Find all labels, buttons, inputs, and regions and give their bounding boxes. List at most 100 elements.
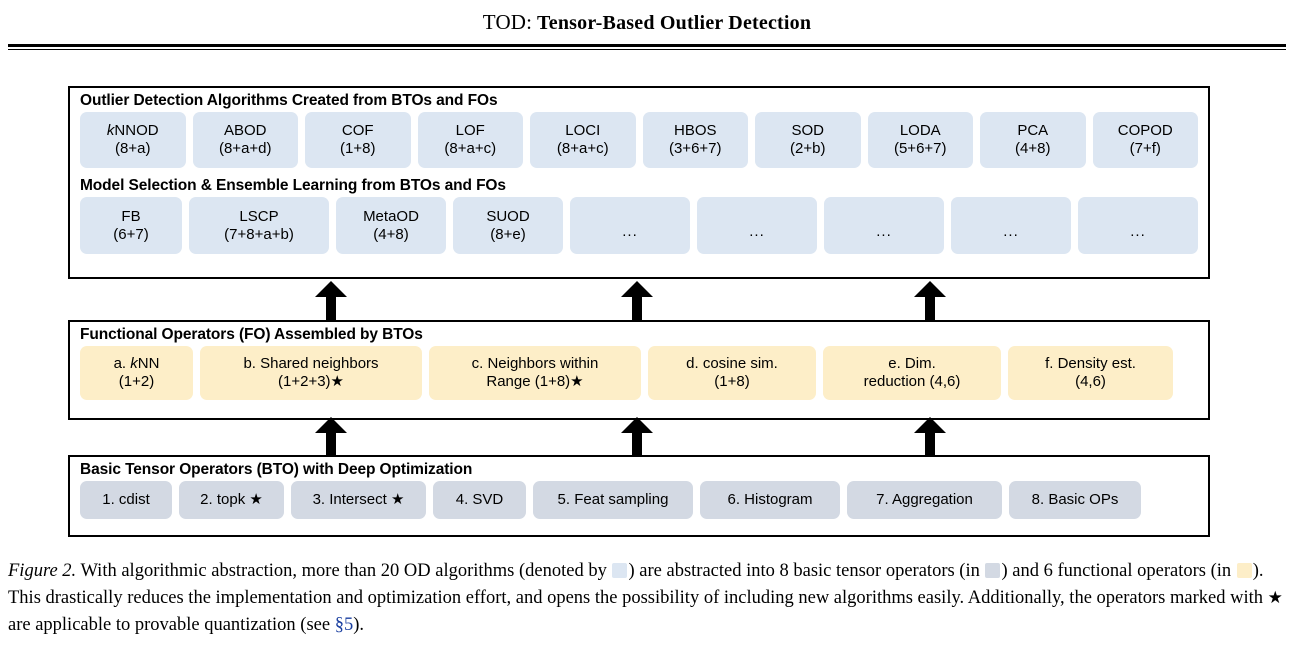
arrow-head bbox=[914, 281, 946, 297]
algorithm-chip[interactable]: COF(1+8) bbox=[305, 112, 411, 168]
ellipsis-label: ... bbox=[749, 222, 765, 240]
basic-tensor-operator-chip[interactable]: 2. topk ★ bbox=[179, 481, 284, 519]
ensemble-chip-composition: (7+8+a+b) bbox=[224, 225, 294, 243]
ensemble-placeholder-chip[interactable]: ... bbox=[697, 197, 817, 254]
ensemble-placeholder-chip[interactable]: ... bbox=[951, 197, 1071, 254]
functional-operator-chip[interactable]: a. kNN(1+2) bbox=[80, 346, 193, 400]
arrow-head bbox=[315, 281, 347, 297]
basic-tensor-operator-label: 5. Feat sampling bbox=[557, 491, 669, 509]
algorithm-chip-name-rest: NNOD bbox=[114, 122, 159, 140]
algorithm-chip-composition: (1+8) bbox=[340, 140, 376, 157]
color-swatch-algorithm-icon bbox=[612, 563, 628, 578]
algorithm-chip[interactable]: COPOD(7+f) bbox=[1092, 112, 1198, 168]
ensemble-chip[interactable]: FB(6+7) bbox=[80, 197, 182, 254]
arrow-shaft bbox=[925, 293, 935, 323]
basic-tensor-operators-panel: Basic Tensor Operators (BTO) with Deep O… bbox=[68, 455, 1210, 537]
basic-tensor-operators-chip-row: 1. cdist 2. topk ★ 3. Intersect ★4. SVD 5. … bbox=[80, 481, 1198, 519]
functional-operator-composition: (1+2) bbox=[118, 373, 155, 390]
basic-tensor-operator-chip[interactable]: 4. SVD bbox=[433, 481, 526, 519]
algorithm-chip-name: PCA bbox=[1017, 122, 1049, 140]
algorithm-chip-composition: (8+a+c) bbox=[556, 140, 609, 157]
arrow-up-fo-to-algorithms-2 bbox=[621, 281, 653, 323]
algorithm-chip-name: LOCI bbox=[565, 122, 601, 140]
basic-tensor-operator-chip[interactable]: 7. Aggregation bbox=[847, 481, 1002, 519]
ellipsis-label: ... bbox=[876, 222, 892, 240]
ensemble-placeholder-chip[interactable]: ... bbox=[824, 197, 944, 254]
functional-operator-name: b. Shared neighbors bbox=[243, 355, 379, 373]
algorithm-chip-composition: (7+f) bbox=[1129, 140, 1161, 157]
algorithm-chip-name: kNNOD bbox=[107, 122, 159, 140]
figure-label: Figure 2. bbox=[8, 561, 77, 581]
algorithms-chip-row: kNNOD(8+a)ABOD(8+a+d)COF(1+8)LOF(8+a+c)L… bbox=[80, 112, 1198, 168]
color-swatch-fo-icon bbox=[1236, 563, 1252, 578]
algorithm-chip-name: HBOS bbox=[673, 122, 717, 140]
functional-operator-chip[interactable]: f. Density est.(4,6) bbox=[1008, 346, 1173, 400]
arrow-up-fo-to-algorithms-1 bbox=[315, 281, 347, 323]
basic-tensor-operator-chip[interactable]: 6. Histogram bbox=[700, 481, 840, 519]
caption-text-3: ) and 6 functional operators (in bbox=[1001, 561, 1236, 581]
ensemble-chip[interactable]: LSCP(7+8+a+b) bbox=[189, 197, 329, 254]
title-divider bbox=[8, 44, 1286, 50]
basic-tensor-operator-label: 2. topk ★ bbox=[200, 491, 263, 509]
arrow-up-bto-to-fo-1 bbox=[315, 417, 347, 459]
functional-operator-chip[interactable]: b. Shared neighbors(1+2+3)★ bbox=[200, 346, 422, 400]
algorithm-chip-name: LODA bbox=[899, 122, 941, 140]
ensemble-placeholder-chip[interactable]: ... bbox=[1078, 197, 1198, 254]
functional-operator-chip[interactable]: e. Dim.reduction (4,6) bbox=[823, 346, 1001, 400]
basic-tensor-operator-chip[interactable]: 1. cdist bbox=[80, 481, 172, 519]
functional-operator-composition: (4,6) bbox=[1075, 373, 1106, 390]
ellipsis-label: ... bbox=[622, 222, 638, 240]
algorithm-chip[interactable]: PCA(4+8) bbox=[980, 112, 1086, 168]
functional-operator-name: a. kNN bbox=[114, 355, 160, 373]
ellipsis-label: ... bbox=[1003, 222, 1019, 240]
functional-operator-chip[interactable]: d. cosine sim.(1+8) bbox=[648, 346, 816, 400]
algorithm-chip[interactable]: LOCI(8+a+c) bbox=[530, 112, 636, 168]
basic-tensor-operator-chip[interactable]: 3. Intersect ★ bbox=[291, 481, 426, 519]
ensemble-chip[interactable]: MetaOD(4+8) bbox=[336, 197, 446, 254]
algorithm-chip[interactable]: kNNOD(8+a) bbox=[80, 112, 186, 168]
algorithm-chip[interactable]: LODA(5+6+7) bbox=[867, 112, 973, 168]
ensemble-chip-name: FB bbox=[121, 207, 141, 225]
algorithm-chip-name: LOF bbox=[455, 122, 485, 140]
arrow-shaft bbox=[326, 293, 336, 323]
arrow-up-bto-to-fo-3 bbox=[914, 417, 946, 459]
figure-caption: Figure 2. With algorithmic abstraction, … bbox=[8, 558, 1286, 638]
algorithm-chip-composition: (4+8) bbox=[1015, 140, 1051, 157]
functional-operator-name: c. Neighbors within bbox=[471, 355, 599, 373]
basic-tensor-operator-label: 7. Aggregation bbox=[876, 491, 973, 509]
functional-operators-panel-header: Functional Operators (FO) Assembled by B… bbox=[80, 326, 423, 343]
page-title-prefix: TOD: bbox=[482, 10, 533, 34]
algorithm-chip-composition: (8+a) bbox=[115, 140, 151, 157]
basic-tensor-operator-label: 6. Histogram bbox=[727, 491, 813, 509]
ensemble-chip[interactable]: SUOD(8+e) bbox=[453, 197, 563, 254]
ensemble-panel-header: Model Selection & Ensemble Learning from… bbox=[80, 177, 506, 194]
basic-tensor-operator-chip[interactable]: 5. Feat sampling bbox=[533, 481, 693, 519]
functional-operator-name: f. Density est. bbox=[1045, 355, 1136, 373]
caption-text-1: With algorithmic abstraction, more than … bbox=[76, 561, 612, 581]
functional-operator-composition: (1+2+3)★ bbox=[278, 373, 344, 390]
caption-text-2: ) are abstracted into 8 basic tensor ope… bbox=[628, 561, 985, 581]
functional-operator-composition: reduction (4,6) bbox=[863, 373, 961, 390]
algorithm-chip-name: COF bbox=[341, 122, 374, 140]
arrow-up-fo-to-algorithms-3 bbox=[914, 281, 946, 323]
functional-operator-composition: Range (1+8)★ bbox=[486, 373, 584, 390]
algorithm-chip-composition: (8+a+c) bbox=[444, 140, 497, 157]
algorithm-chip[interactable]: LOF(8+a+c) bbox=[417, 112, 523, 168]
algorithm-chip[interactable]: SOD(2+b) bbox=[755, 112, 861, 168]
arrow-up-bto-to-fo-2 bbox=[621, 417, 653, 459]
algorithm-chip[interactable]: ABOD(8+a+d) bbox=[192, 112, 298, 168]
ensemble-chip-composition: (4+8) bbox=[373, 225, 409, 243]
ensemble-placeholder-chip[interactable]: ... bbox=[570, 197, 690, 254]
basic-tensor-operator-label: 8. Basic OPs bbox=[1031, 491, 1119, 509]
ensemble-chip-name: LSCP bbox=[239, 207, 279, 225]
algorithm-chip-name: SOD bbox=[791, 122, 824, 140]
functional-operator-composition: (1+8) bbox=[714, 373, 750, 390]
algorithm-chip[interactable]: HBOS(3+6+7) bbox=[642, 112, 748, 168]
algorithm-chip-composition: (5+6+7) bbox=[893, 140, 947, 157]
basic-tensor-operators-panel-header: Basic Tensor Operators (BTO) with Deep O… bbox=[80, 461, 473, 478]
algorithms-panel: Outlier Detection Algorithms Created fro… bbox=[68, 86, 1210, 279]
functional-operators-panel: Functional Operators (FO) Assembled by B… bbox=[68, 320, 1210, 420]
section-reference-link[interactable]: §5 bbox=[334, 614, 354, 635]
basic-tensor-operator-chip[interactable]: 8. Basic OPs bbox=[1009, 481, 1141, 519]
